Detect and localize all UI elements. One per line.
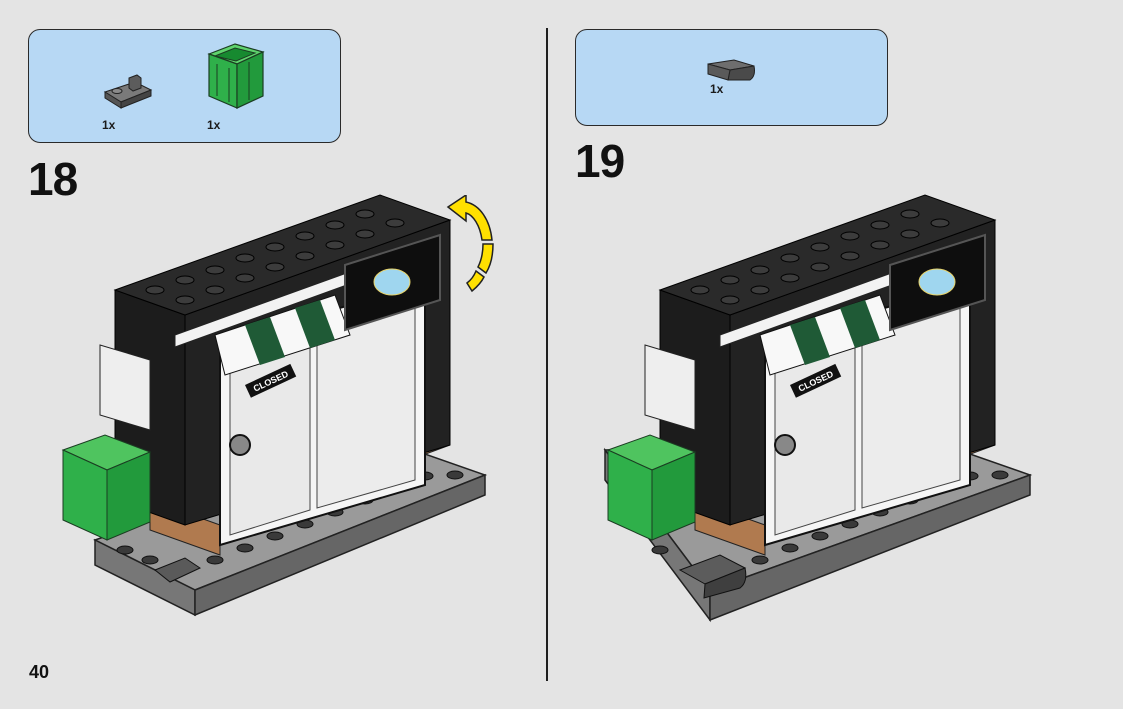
part-qty: 1x <box>207 118 220 132</box>
parts-callout-step-19: 1x <box>575 29 888 126</box>
parts-callout-step-18: 1x 1x <box>28 29 341 143</box>
part-qty: 1x <box>102 118 115 132</box>
step-number: 19 <box>575 134 624 188</box>
rotate-arrow-icon <box>440 195 500 295</box>
model-illustration-step-19: CLOSED <box>600 190 1040 630</box>
part-qty: 1x <box>710 82 723 96</box>
page-divider <box>546 28 548 681</box>
model-illustration-step-18: CLOSED <box>55 190 495 630</box>
green-crate-icon <box>205 40 269 112</box>
dark-gray-plate-with-clip-icon <box>101 70 157 114</box>
dark-gray-curved-slope-icon <box>704 56 760 84</box>
page-number: 40 <box>29 662 49 683</box>
